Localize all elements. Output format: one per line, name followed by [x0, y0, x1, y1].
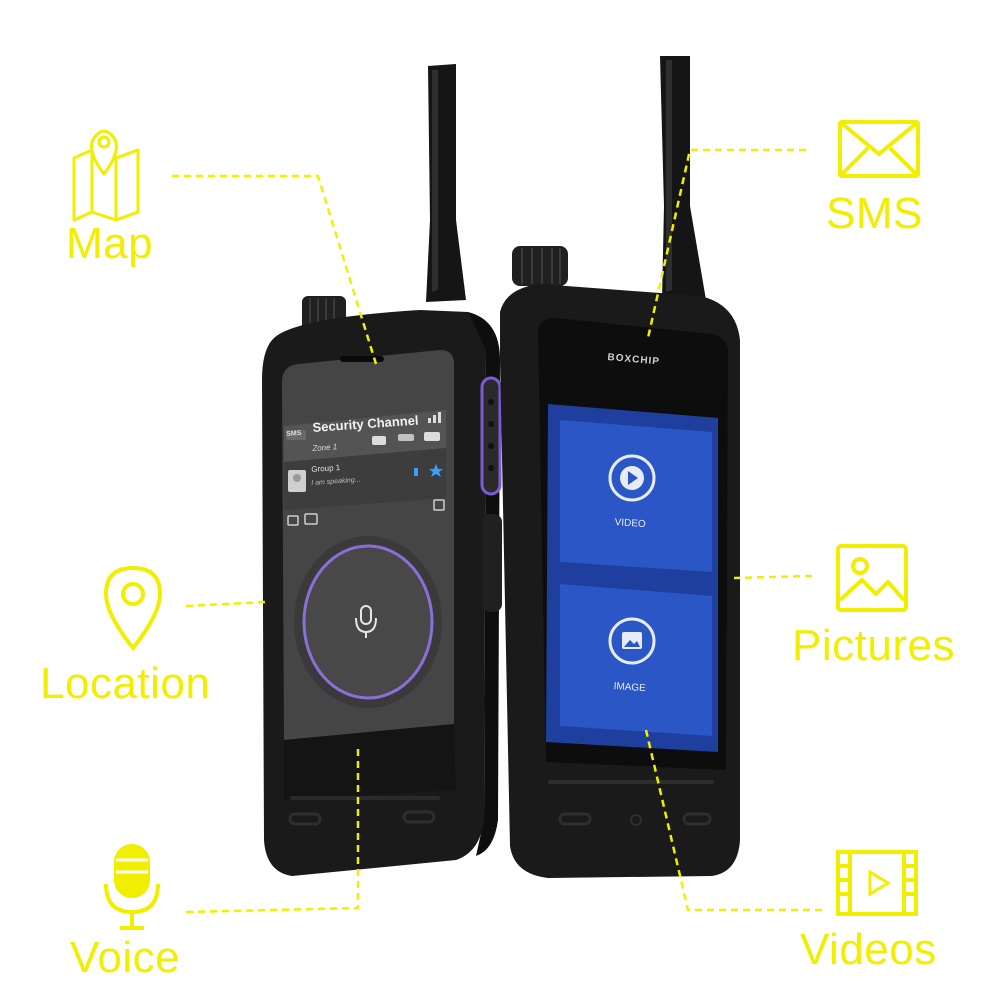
sms-connector — [646, 148, 806, 339]
voice-connector — [185, 744, 360, 914]
location-pin-icon — [103, 565, 163, 652]
picture-icon — [836, 544, 908, 612]
pictures-label: Pictures — [792, 621, 955, 670]
image-tile-label: IMAGE — [613, 681, 647, 695]
map-label: Map — [66, 219, 154, 268]
zone-label: Zone 1 — [312, 442, 338, 453]
left-radio-device — [262, 64, 502, 876]
location-connector — [185, 600, 267, 608]
connector-lines — [172, 148, 822, 914]
right-knob — [512, 246, 568, 286]
video-film-icon — [836, 850, 918, 916]
sms-badge: SMS — [286, 429, 302, 438]
map-icon — [72, 129, 140, 222]
voice-label: Voice — [70, 933, 181, 982]
video-tile-label: VIDEO — [614, 517, 647, 531]
video-tile — [560, 420, 712, 572]
videos-connector — [644, 729, 822, 912]
sms-label: SMS — [826, 189, 923, 238]
ptt-ring — [302, 544, 434, 700]
pictures-connector — [733, 574, 813, 580]
map-connector — [172, 174, 378, 365]
image-tile — [560, 584, 712, 736]
microphone-icon — [104, 844, 160, 930]
videos-label: Videos — [800, 925, 937, 974]
envelope-icon — [838, 120, 920, 178]
right-radio-device — [500, 56, 740, 878]
location-label: Location — [40, 659, 211, 708]
favorite-star-icon — [429, 464, 443, 477]
